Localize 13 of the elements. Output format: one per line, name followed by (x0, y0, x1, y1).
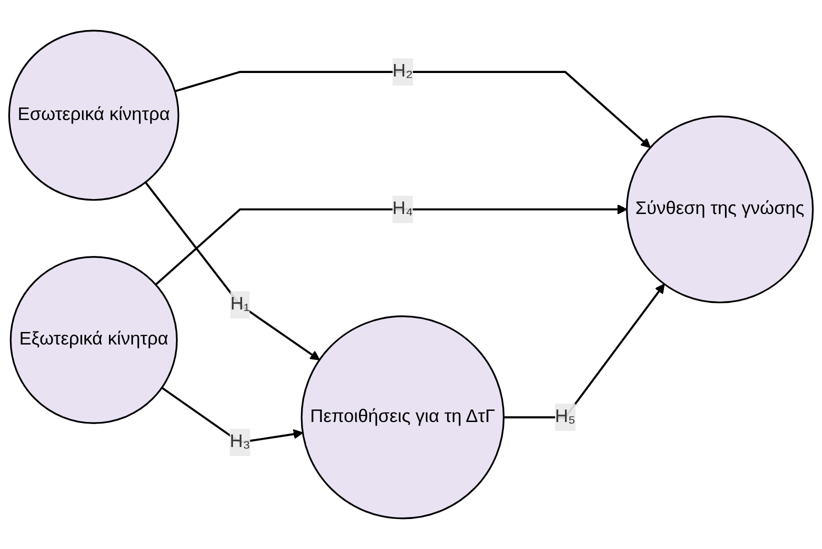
edge-label: H₁ (230, 294, 250, 314)
node-circle: Πεποιθήσεις για τη ΔτΓ (300, 315, 505, 520)
arrow (504, 284, 665, 418)
arrow (155, 204, 628, 286)
edge-label: H₃ (230, 432, 250, 452)
edge-label: H₅ (555, 407, 576, 426)
edge-label: H₄ (392, 199, 413, 219)
node-circle: Σύνθεση της γνώσης (626, 116, 814, 304)
arrow (174, 70, 651, 148)
node-circle: Εξωτερικά κίνητρα (10, 256, 178, 424)
arrow (144, 182, 320, 360)
node-circle: Εσωτερικά κίνητρα (8, 30, 180, 201)
edge-label: H₂ (392, 62, 413, 82)
